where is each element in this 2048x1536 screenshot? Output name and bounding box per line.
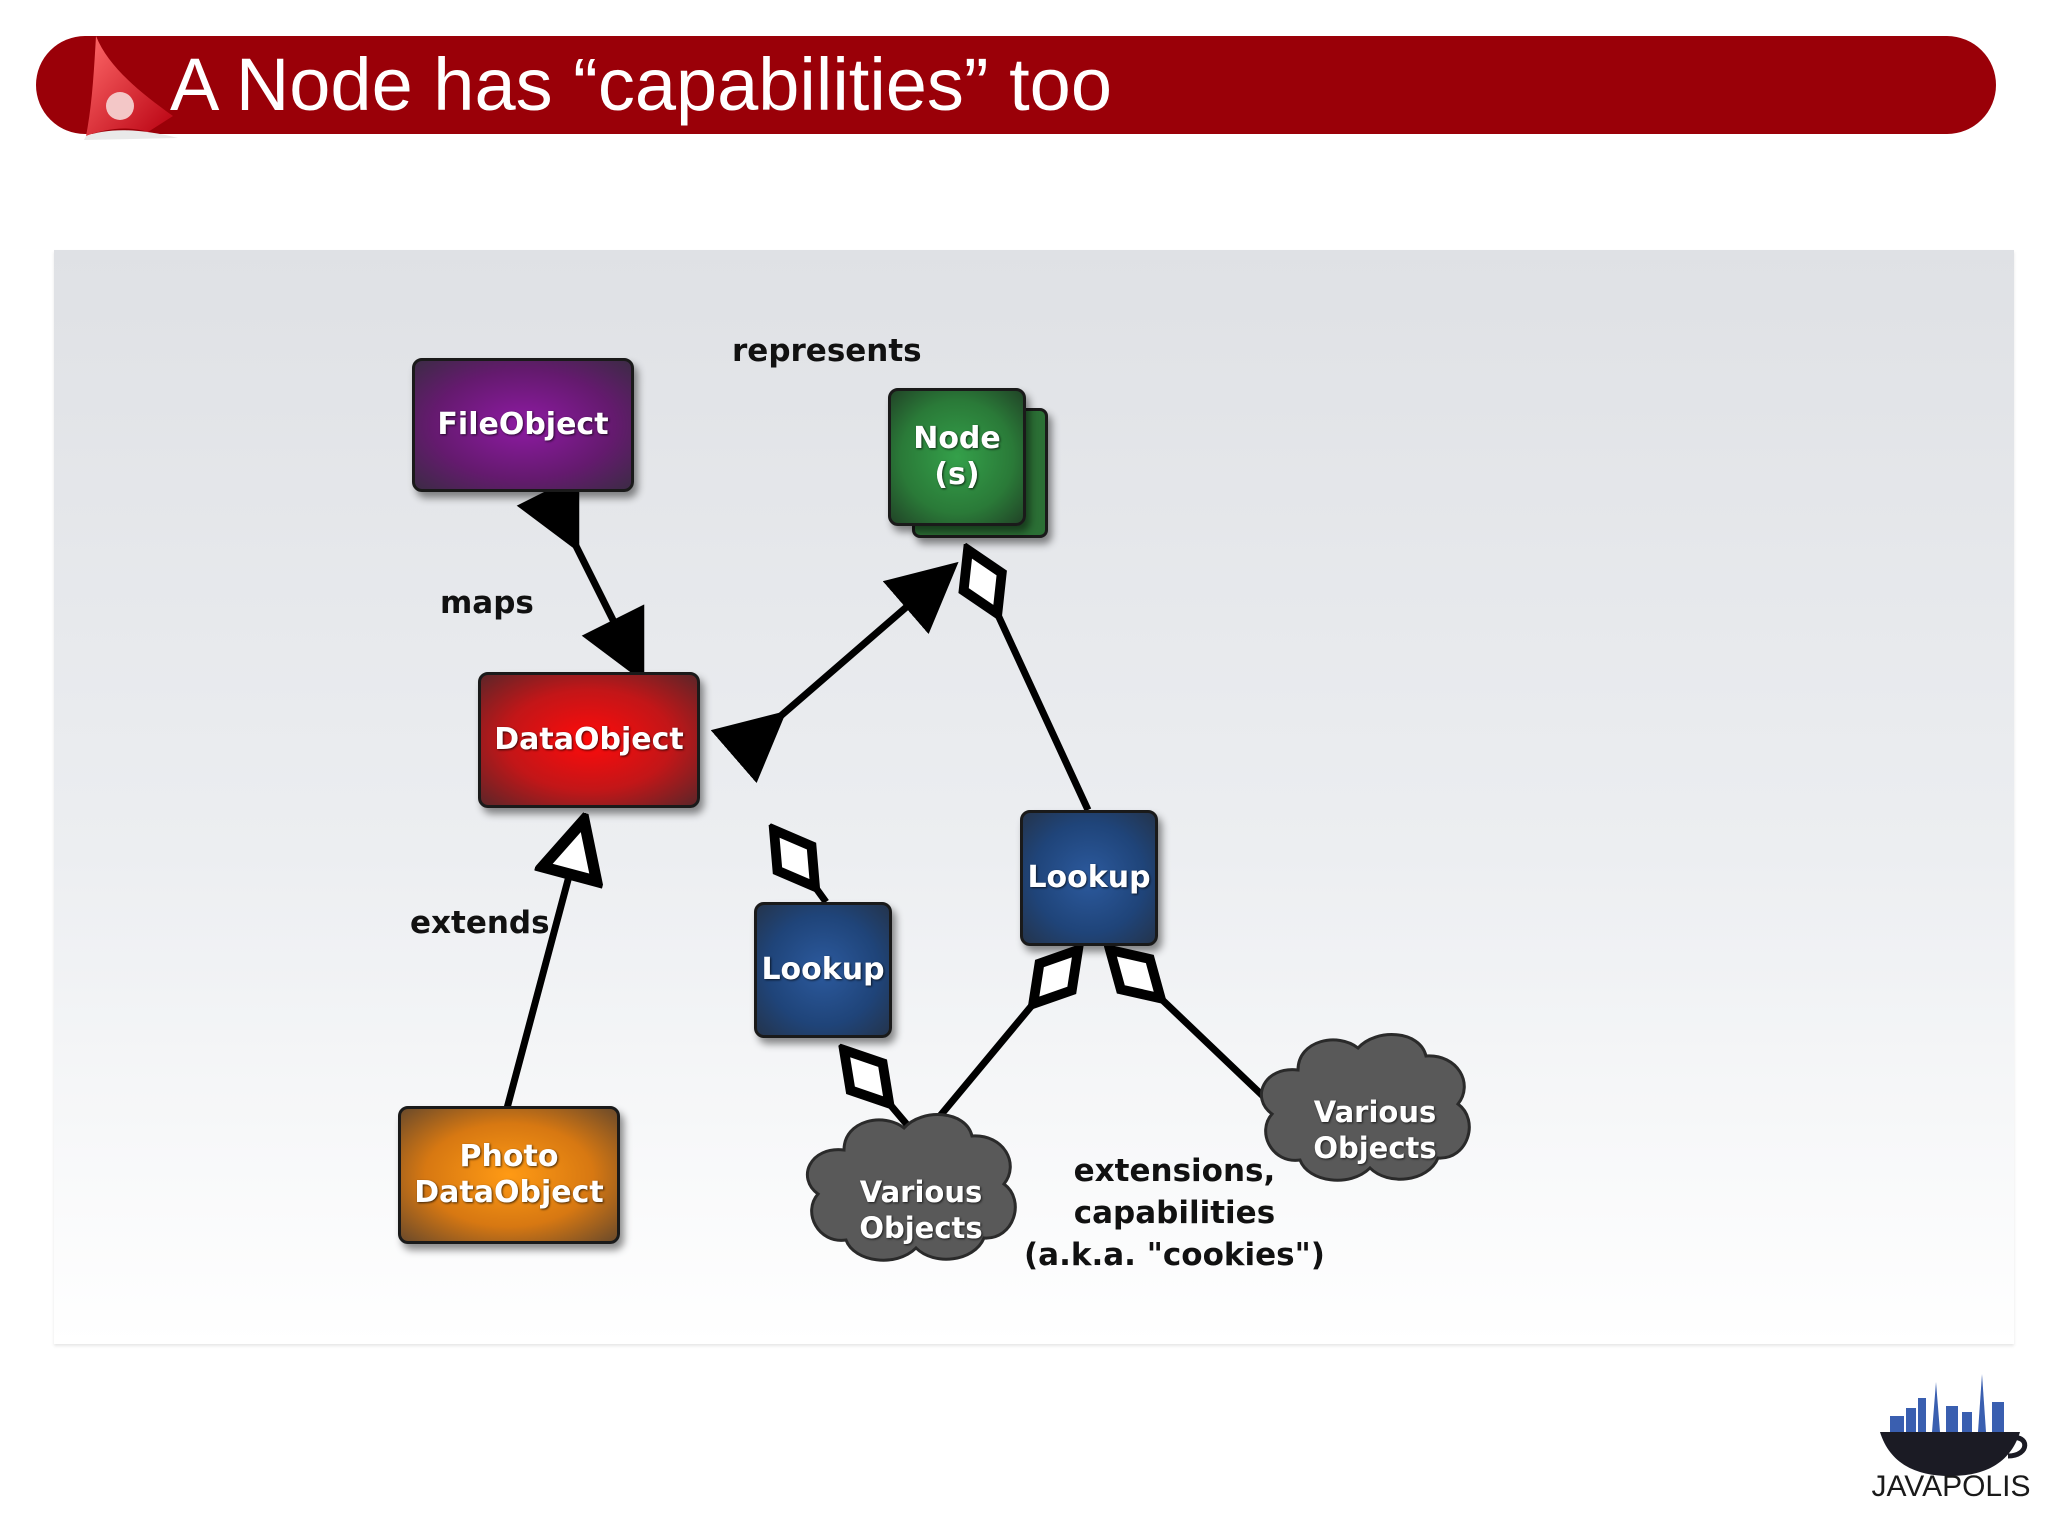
lookup-right-cloud-right-connector bbox=[1110, 950, 1289, 1121]
extends-label: extends bbox=[410, 905, 550, 941]
lookup-right-cloud-left-connector bbox=[917, 950, 1078, 1143]
cloud-right bbox=[1259, 1033, 1471, 1182]
node-node: Node (s) bbox=[888, 388, 1026, 526]
maps-connector-body bbox=[516, 474, 645, 683]
gnome-hat-logo-icon bbox=[84, 36, 178, 140]
represents-connector bbox=[710, 561, 959, 784]
diagram-canvas: FileObject Node (s) DataObject Lookup Lo… bbox=[54, 250, 2014, 1344]
title-bar bbox=[36, 36, 1996, 134]
lookup-left-node: Lookup bbox=[754, 902, 892, 1038]
lookup-right-node: Lookup bbox=[1020, 810, 1158, 946]
photo-dataobject-node: Photo DataObject bbox=[398, 1106, 620, 1244]
dataobject-node: DataObject bbox=[478, 672, 700, 808]
cloud-left-label: Various Objects bbox=[859, 1175, 983, 1245]
extensions-label: extensions, capabilities (a.k.a. "cookie… bbox=[1024, 1153, 1325, 1273]
javapolis-cup-logo-icon bbox=[1880, 1374, 2028, 1476]
diagram-connectors bbox=[502, 474, 1471, 1262]
fileobject-node: FileObject bbox=[412, 358, 634, 492]
cloud-left bbox=[805, 1113, 1017, 1262]
maps-label: maps bbox=[440, 585, 534, 621]
cloud-right-label: Various Objects bbox=[1313, 1095, 1437, 1165]
lookup-node-connector bbox=[968, 550, 1092, 812]
represents-label: represents bbox=[732, 333, 922, 369]
extends-connector bbox=[502, 820, 584, 1113]
slide-title: A Node has “capabilities” too bbox=[170, 43, 1112, 126]
dataobject-lookup-connector bbox=[774, 830, 829, 905]
javapolis-wordmark: JAVAPOLIS bbox=[1871, 1470, 2031, 1503]
